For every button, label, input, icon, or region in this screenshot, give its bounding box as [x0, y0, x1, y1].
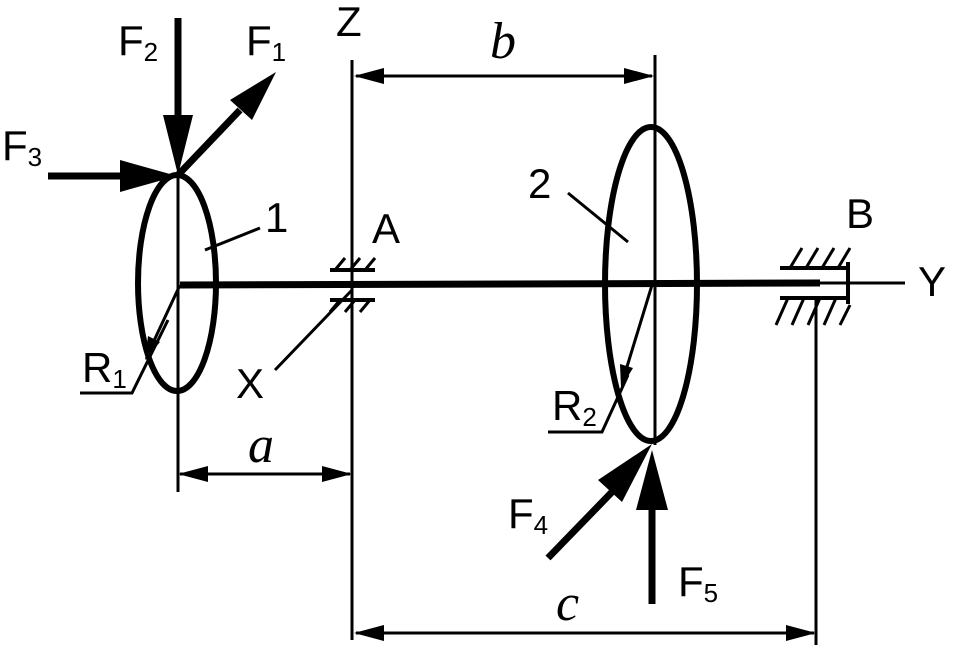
- f2-label: F2: [118, 17, 158, 67]
- dimension-b-label: b: [490, 13, 516, 70]
- z-axis-label: Z: [336, 0, 362, 45]
- f3-arrowhead: [120, 160, 177, 192]
- dimension-b-arrow-left: [354, 68, 384, 84]
- r1-label: R1: [82, 344, 127, 394]
- wheel-2: [602, 124, 700, 444]
- f5-label: F5: [678, 558, 718, 608]
- f1-arrowhead: [230, 72, 276, 120]
- f1-arrow: [175, 107, 243, 178]
- r2-label: R2: [552, 382, 597, 432]
- wheel-2-leader: [567, 191, 629, 244]
- r1-vector: [150, 284, 182, 346]
- f2-arrowhead: [163, 115, 193, 175]
- r1-leader: [80, 319, 170, 395]
- support-a-label: A: [372, 205, 400, 252]
- support-a: [328, 257, 377, 313]
- dimension-c-arrow-right: [786, 625, 816, 641]
- r2-leader: [548, 374, 630, 434]
- dimension-c-arrow-left: [354, 625, 384, 641]
- y-axis-label: Y: [918, 258, 946, 305]
- f4-arrowhead: [598, 444, 652, 502]
- dimension-a-label: a: [248, 417, 274, 474]
- wheel-2-label: 2: [528, 160, 551, 207]
- f4-arrow: [545, 489, 615, 561]
- dimension-a-arrow-left: [178, 466, 208, 482]
- wheel-1-label: 1: [265, 194, 288, 241]
- support-b: [774, 247, 852, 326]
- shaft: [179, 279, 821, 289]
- support-b-label: B: [846, 190, 874, 237]
- dimension-a-arrow-right: [322, 466, 352, 482]
- f4-label: F4: [508, 490, 548, 540]
- x-axis-label: X: [236, 360, 264, 407]
- dimension-b-arrow-right: [624, 68, 654, 84]
- f3-label: F3: [2, 122, 42, 172]
- wheel-1: [135, 172, 219, 394]
- f5-arrowhead: [636, 450, 668, 510]
- f1-label: F1: [246, 17, 286, 67]
- dimension-c-label: c: [556, 575, 579, 632]
- wheel-1-leader: [204, 226, 261, 252]
- r2-vector: [624, 284, 654, 371]
